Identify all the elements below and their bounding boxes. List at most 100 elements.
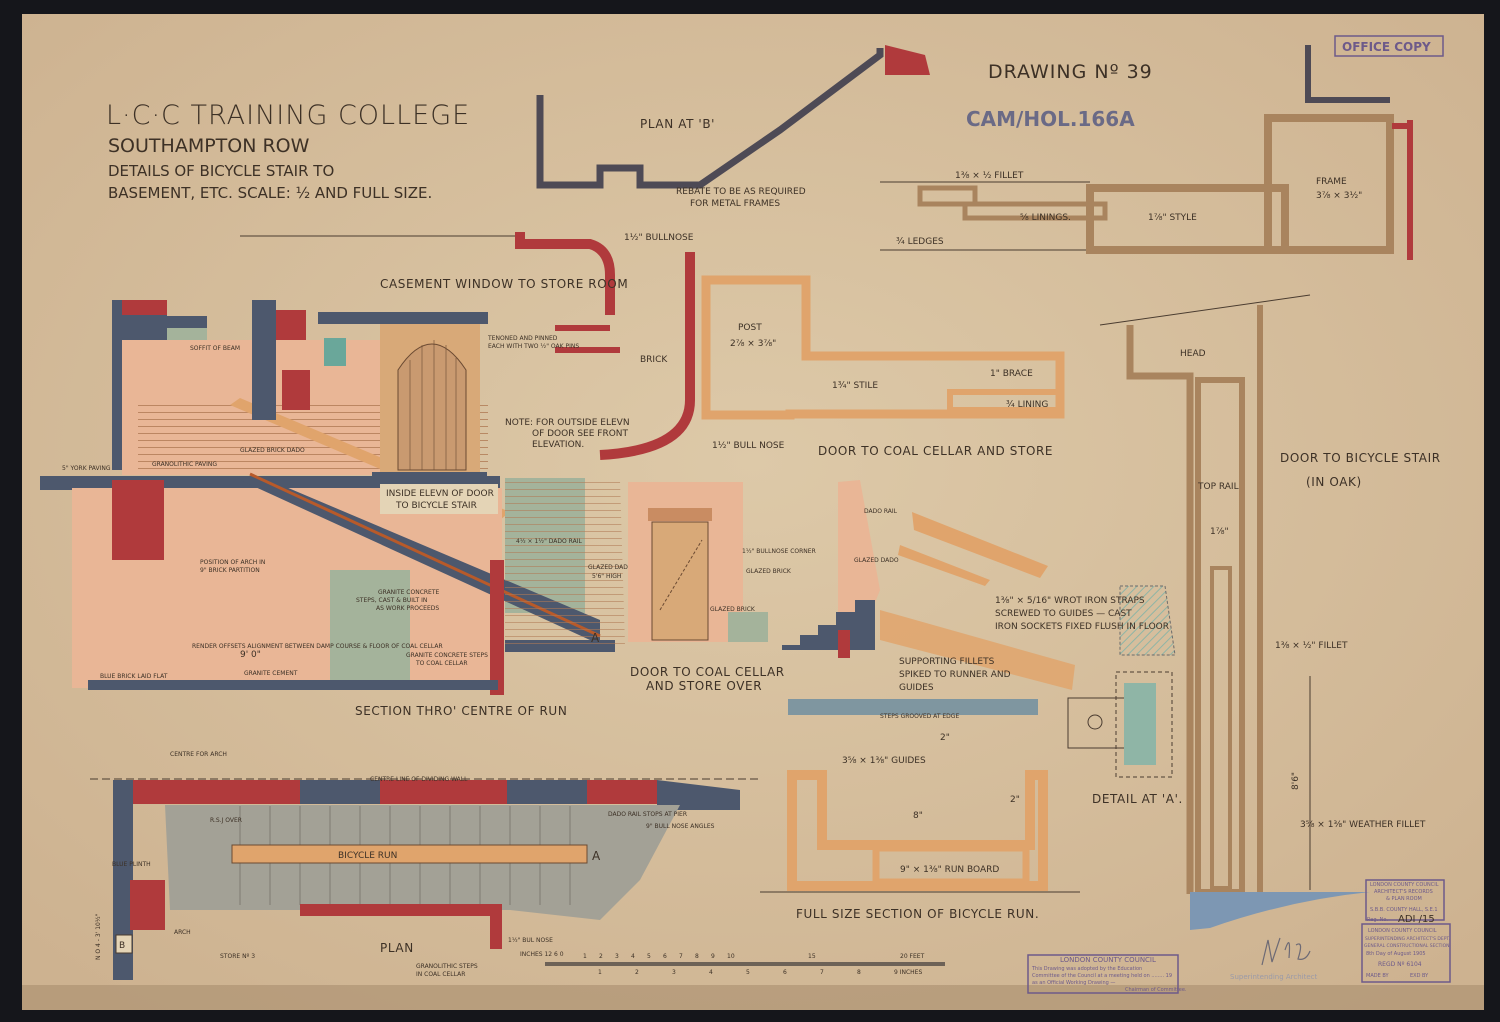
- svg-text:DETAIL AT 'A'.: DETAIL AT 'A'.: [1092, 792, 1183, 806]
- svg-text:POSITION OF ARCH IN: POSITION OF ARCH IN: [200, 559, 265, 566]
- title-block: L·C·C TRAINING COLLEGE SOUTHAMPTON ROW D…: [106, 100, 470, 202]
- svg-text:REBATE TO BE AS REQUIRED: REBATE TO BE AS REQUIRED: [676, 187, 806, 197]
- detail-at-a: DETAIL AT 'A'.: [1067, 671, 1183, 806]
- svg-text:1½" BUL NOSE: 1½" BUL NOSE: [508, 937, 553, 944]
- reference-number: CAM/HOL.166A: [966, 107, 1135, 131]
- svg-text:1¾" STILE: 1¾" STILE: [832, 381, 878, 391]
- svg-text:9" BULL NOSE ANGLES: 9" BULL NOSE ANGLES: [646, 823, 715, 830]
- title-line2: SOUTHAMPTON ROW: [108, 135, 310, 157]
- title-line4: BASEMENT, ETC. SCALE: ½ AND FULL SIZE.: [108, 184, 432, 202]
- svg-text:8": 8": [913, 811, 923, 821]
- scale-inch-tick: 4: [709, 969, 713, 976]
- records-stamp: LONDON COUNTY COUNCIL ARCHITECT'S RECORD…: [1365, 879, 1445, 925]
- svg-text:BLUE PLINTH: BLUE PLINTH: [112, 861, 151, 868]
- paper-edge: [22, 985, 1484, 1010]
- scale-feet-tick: 2: [599, 953, 603, 960]
- svg-text:OF DOOR SEE FRONT: OF DOOR SEE FRONT: [532, 429, 629, 439]
- svg-text:8th Day of August 1905: 8th Day of August 1905: [1366, 951, 1426, 957]
- svg-text:FOR METAL FRAMES: FOR METAL FRAMES: [690, 199, 780, 209]
- svg-text:1⅜" × 5/16" WROT IRON STRAPS: 1⅜" × 5/16" WROT IRON STRAPS: [995, 596, 1145, 606]
- scale-inch-tick: 9 INCHES: [894, 969, 922, 976]
- svg-text:BICYCLE RUN: BICYCLE RUN: [338, 851, 397, 861]
- full-size-section: 3⅝ × 1⅜" GUIDES 2" 8" 2" 9" × 1⅜" RUN BO…: [760, 733, 1080, 921]
- svg-text:5'6" HIGH: 5'6" HIGH: [592, 573, 621, 580]
- svg-text:2⅞ × 3⅞": 2⅞ × 3⅞": [730, 339, 776, 349]
- svg-text:1½" BULL NOSE: 1½" BULL NOSE: [712, 441, 785, 451]
- svg-text:DOOR TO COAL CELLAR: DOOR TO COAL CELLAR: [630, 665, 785, 679]
- svg-text:CASEMENT WINDOW TO STORE ROOM: CASEMENT WINDOW TO STORE ROOM: [380, 277, 628, 291]
- svg-text:Reg. No.: Reg. No.: [1367, 917, 1388, 923]
- svg-text:CENTRE FOR ARCH: CENTRE FOR ARCH: [170, 751, 227, 758]
- svg-text:POST: POST: [738, 323, 762, 333]
- title-line1: L·C·C TRAINING COLLEGE: [106, 100, 470, 131]
- svg-text:S.B.B. COUNTY HALL, S.E.1: S.B.B. COUNTY HALL, S.E.1: [1370, 907, 1438, 913]
- svg-text:5" YORK PAVING: 5" YORK PAVING: [62, 465, 111, 472]
- svg-text:1⅜ × ½" FILLET: 1⅜ × ½" FILLET: [1275, 641, 1348, 651]
- svg-text:DADO RAIL: DADO RAIL: [864, 508, 898, 515]
- svg-text:1½" BULLNOSE CORNER: 1½" BULLNOSE CORNER: [742, 548, 816, 555]
- svg-text:DADO RAIL STOPS AT PIER: DADO RAIL STOPS AT PIER: [608, 811, 687, 818]
- svg-text:LONDON COUNTY COUNCIL: LONDON COUNTY COUNCIL: [1060, 956, 1156, 964]
- plan-at-b: PLAN AT 'B' REBATE TO BE AS REQUIRED FOR…: [536, 45, 930, 209]
- scale-inch-tick: 5: [746, 969, 750, 976]
- svg-text:TENONED AND PINNED: TENONED AND PINNED: [487, 335, 558, 342]
- svg-text:GRANOLITHIC PAVING: GRANOLITHIC PAVING: [152, 461, 217, 468]
- department-stamp: LONDON COUNTY COUNCIL SUPERINTENDING ARC…: [1361, 923, 1451, 983]
- svg-text:SECTION THRO' CENTRE OF RUN: SECTION THRO' CENTRE OF RUN: [355, 704, 567, 718]
- svg-text:PLAN AT 'B': PLAN AT 'B': [640, 117, 715, 131]
- svg-text:1⅜ × ½ FILLET: 1⅜ × ½ FILLET: [955, 171, 1024, 181]
- svg-text:STORE Nº 3: STORE Nº 3: [220, 953, 255, 960]
- svg-text:8'6": 8'6": [1291, 772, 1301, 790]
- svg-text:MADE BY: MADE BY: [1366, 973, 1389, 979]
- svg-text:INCHES 12 6 0: INCHES 12 6 0: [520, 951, 564, 958]
- svg-text:GRANITE CEMENT: GRANITE CEMENT: [244, 670, 298, 677]
- svg-text:FRAME: FRAME: [1316, 177, 1347, 187]
- svg-text:OFFICE COPY: OFFICE COPY: [1342, 40, 1431, 54]
- svg-text:STEPS, CAST & BUILT IN: STEPS, CAST & BUILT IN: [356, 597, 427, 604]
- svg-text:GLAZED DADO: GLAZED DADO: [854, 557, 899, 564]
- coal-cellar-door-detail: POST 2⅞ × 3⅞" 1¾" STILE 1" BRACE ¾ LININ…: [701, 275, 1065, 458]
- scale-inch-tick: 1: [598, 969, 602, 976]
- svg-text:NOTE: FOR OUTSIDE ELEVN: NOTE: FOR OUTSIDE ELEVN: [505, 418, 630, 428]
- svg-text:GLAZED BRICK: GLAZED BRICK: [746, 568, 792, 575]
- svg-text:STEPS GROOVED AT EDGE: STEPS GROOVED AT EDGE: [880, 713, 959, 720]
- section-thro-run: SOFFIT OF BEAM GLAZED BRICK DADO GRANOLI…: [40, 300, 633, 718]
- committee-stamp: LONDON COUNTY COUNCIL This Drawing was a…: [1027, 954, 1187, 994]
- svg-text:GRANOLITHIC STEPS: GRANOLITHIC STEPS: [416, 963, 478, 970]
- svg-text:ARCH: ARCH: [174, 929, 191, 936]
- svg-text:LONDON COUNTY COUNCIL: LONDON COUNTY COUNCIL: [1368, 928, 1437, 934]
- svg-text:GRANITE CONCRETE STEPS: GRANITE CONCRETE STEPS: [406, 652, 488, 659]
- svg-text:SUPERINTENDING ARCHITECT'S DEP: SUPERINTENDING ARCHITECT'S DEPT.: [1365, 936, 1450, 942]
- drawing-number: DRAWING Nº 39: [988, 61, 1153, 83]
- scale-feet-tick: 4: [631, 953, 635, 960]
- svg-text:¾ LEDGES: ¾ LEDGES: [896, 237, 944, 247]
- plan-view: BICYCLE RUN A B PLAN CENTRE LINE OF DIVI…: [90, 751, 760, 980]
- scale-feet-tick: 15: [808, 953, 816, 960]
- svg-text:GLAZED BRICK: GLAZED BRICK: [710, 606, 756, 613]
- scale-feet-tick: 20 FEET: [900, 953, 925, 960]
- svg-text:9" × 1⅜" RUN BOARD: 9" × 1⅜" RUN BOARD: [900, 865, 999, 875]
- svg-text:FULL SIZE SECTION OF BICYCLE R: FULL SIZE SECTION OF BICYCLE RUN.: [796, 907, 1039, 921]
- scale-feet-tick: 1: [583, 953, 587, 960]
- svg-text:This Drawing was adopted by th: This Drawing was adopted by the Educatio…: [1031, 966, 1142, 972]
- svg-text:LONDON COUNTY COUNCIL: LONDON COUNTY COUNCIL: [1370, 882, 1439, 888]
- stair-runner-detail: DADO RAIL GLAZED DADO 1⅜" × 5/16" WROT I…: [782, 480, 1176, 720]
- svg-text:IRON SOCKETS FIXED FLUSH IN FL: IRON SOCKETS FIXED FLUSH IN FLOOR: [995, 622, 1169, 632]
- scale-inch-tick: 7: [820, 969, 824, 976]
- svg-text:GUIDES: GUIDES: [899, 683, 934, 693]
- scale-inch-tick: 3: [672, 969, 676, 976]
- svg-text:& PLAN ROOM: & PLAN ROOM: [1386, 896, 1422, 902]
- svg-text:1⅞": 1⅞": [1210, 527, 1229, 537]
- scale-feet-tick: 7: [679, 953, 683, 960]
- superintending-architect: Superintending Architect: [1230, 973, 1318, 981]
- svg-text:REGD Nº 6104: REGD Nº 6104: [1378, 961, 1422, 968]
- svg-text:AS WORK PROCEEDS: AS WORK PROCEEDS: [376, 605, 439, 612]
- scale-feet-tick: 3: [615, 953, 619, 960]
- svg-text:GENERAL CONSTRUCTIONAL SECTION: GENERAL CONSTRUCTIONAL SECTION: [1364, 943, 1450, 949]
- scale-inch-tick: 2: [635, 969, 639, 976]
- svg-text:R.S.J OVER: R.S.J OVER: [210, 817, 242, 824]
- svg-text:9' 0": 9' 0": [240, 650, 261, 660]
- scale-feet-tick: 9: [711, 953, 715, 960]
